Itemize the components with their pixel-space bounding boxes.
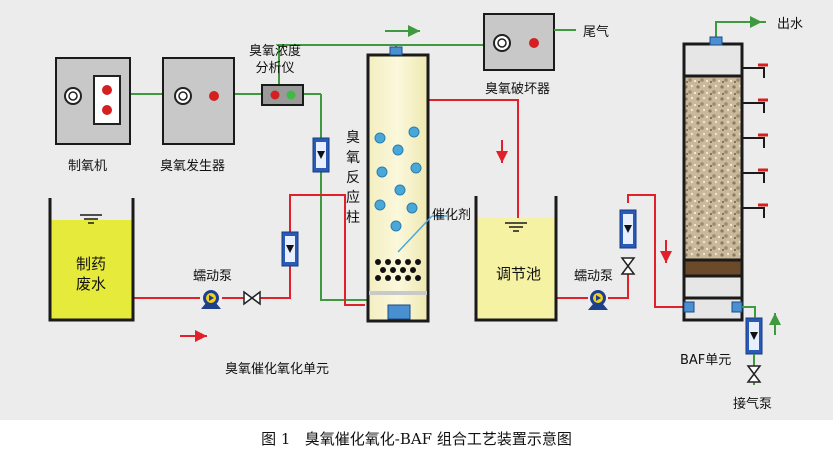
flowmeter-icon: [312, 137, 330, 173]
wastewater-label: 制药 废水: [76, 255, 107, 293]
process-diagram: 制氧机 臭氧发生器 臭氧浓度 分析仪 尾气 臭氧破坏器 臭氧反应柱 催化剂 制药…: [0, 0, 833, 420]
flowmeter-icon: [619, 209, 637, 249]
diagram-canvas: [48, 13, 781, 385]
air-line: [742, 306, 756, 318]
unit1-label: 臭氧催化氧化单元: [225, 362, 330, 377]
ozone-generator: [162, 57, 235, 145]
air-pump-label: 接气泵: [733, 397, 773, 412]
flowmeter-icon: [281, 231, 299, 267]
valve-icon: [243, 290, 261, 306]
valve-icon: [746, 365, 762, 383]
catalyst-label: 催化剂: [432, 208, 472, 223]
baf-column: [682, 36, 744, 322]
pump-icon: [201, 290, 221, 309]
figure-caption: 图 1 臭氧催化氧化-BAF 组合工艺装置示意图: [261, 430, 572, 448]
ozone-destructor: [483, 13, 555, 71]
ozone-bubbles: [374, 126, 422, 232]
ozone-analyzer-label: 臭氧浓度 分析仪: [249, 44, 302, 76]
oxygen-generator: [55, 57, 131, 145]
regulating-tank: [474, 196, 558, 322]
ozone-destructor-label: 臭氧破坏器: [485, 82, 551, 97]
ozone-analyzer: [261, 84, 304, 106]
pump-icon: [588, 290, 608, 310]
water-lines: [133, 99, 684, 308]
sampling-tap-icon: [742, 63, 768, 218]
pump1-label: 蠕动泵: [193, 269, 233, 284]
exhaust-label: 尾气: [583, 25, 610, 40]
valve-icon: [620, 257, 636, 275]
outlet-label: 出水: [777, 17, 804, 32]
baf-unit-label: BAF单元: [680, 353, 732, 368]
tank-label: 调节池: [496, 265, 542, 283]
ozone-generator-label: 臭氧发生器: [160, 159, 226, 174]
catalyst-pellets: [375, 259, 421, 281]
reactor-column-label: 臭氧反应柱: [346, 130, 360, 226]
oxygen-generator-label: 制氧机: [68, 159, 108, 174]
wastewater-tank: [48, 198, 135, 322]
flowmeter-icon: [745, 317, 763, 355]
pump2-label: 蠕动泵: [574, 269, 614, 284]
ozone-reactor-column: [366, 46, 447, 323]
